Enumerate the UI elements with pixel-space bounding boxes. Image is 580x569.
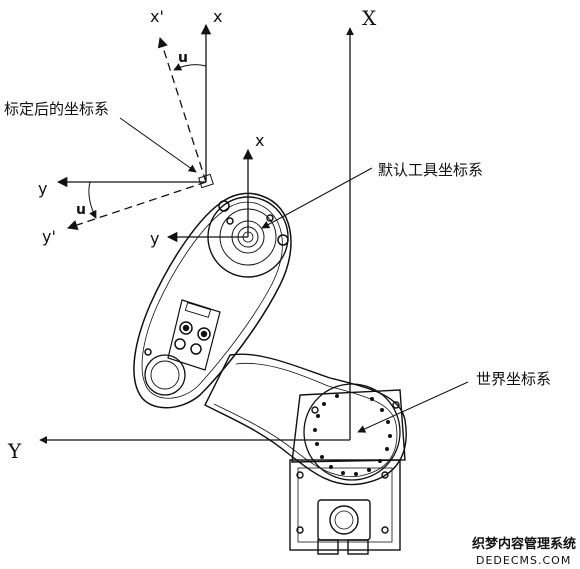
calib-x-prime-label: x': [150, 7, 164, 26]
angle-arc-top: [173, 63, 207, 71]
world-x-label: X: [362, 6, 377, 30]
tool-x-label: x: [255, 131, 264, 150]
calib-y-label: y: [38, 179, 47, 198]
calib-x-label: x: [213, 7, 222, 26]
world-frame-axes: [39, 27, 354, 444]
watermark-line2: DEDECMS.COM: [476, 554, 571, 567]
tool-y-label: y: [150, 229, 159, 248]
leader-lines: [119, 117, 469, 433]
angle-arc-left: [88, 181, 97, 219]
watermark-line1: 织梦内容管理系统: [472, 536, 576, 552]
calib-y-prime-axis: [67, 181, 207, 230]
angle-u-left-label: u: [76, 202, 86, 218]
world-frame-label: 世界坐标系: [476, 370, 551, 388]
leader-calibrated: [119, 117, 197, 173]
world-y-label: Y: [7, 439, 22, 463]
robot-lower-link: [204, 353, 407, 486]
tool-frame-axes: [166, 148, 254, 243]
calibrated-frame-axes: [56, 23, 214, 230]
leader-world: [357, 381, 469, 433]
angle-u-top-label: u: [178, 50, 188, 66]
calibrated-frame-label: 标定后的坐标系: [4, 100, 109, 118]
default-tool-frame-label: 默认工具坐标系: [378, 161, 483, 179]
calib-y-prime-label: y': [42, 227, 56, 246]
leader-tool: [261, 167, 373, 229]
